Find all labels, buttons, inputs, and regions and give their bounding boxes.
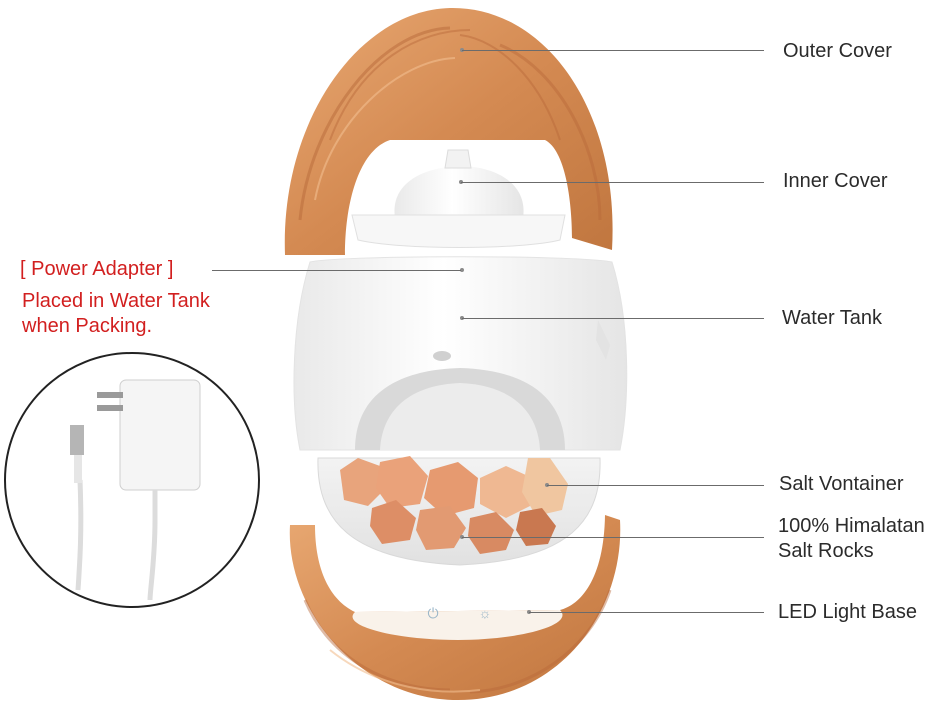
leader-salt-rocks <box>462 537 764 538</box>
label-outer-cover: Outer Cover <box>783 40 892 62</box>
label-inner-cover: Inner Cover <box>783 170 888 192</box>
label-water-tank: Water Tank <box>782 307 883 329</box>
power-adapter-title: [ Power Adapter ] <box>20 258 174 280</box>
salt-container <box>317 456 601 566</box>
label-salt-container: Salt Vontainer <box>779 473 904 495</box>
inner-cover <box>351 149 566 248</box>
power-adapter-line2: when Packing. <box>22 315 153 337</box>
led-base <box>289 515 621 700</box>
adapter-illustration <box>4 352 260 608</box>
leader-inner-cover <box>461 182 764 183</box>
power-icon[interactable]: ⏻ <box>427 605 439 621</box>
leader-outer-cover <box>462 50 764 51</box>
label-salt-rocks-line1: 100% Himalatan <box>778 515 925 537</box>
leader-power-adapter <box>212 270 461 271</box>
water-tank <box>293 256 628 451</box>
leader-dot-power-adapter <box>460 268 464 272</box>
label-led-base: LED Light Base <box>778 601 917 623</box>
label-salt-rocks-line2: Salt Rocks <box>778 540 874 562</box>
leader-salt-container <box>547 485 764 486</box>
power-adapter-line1: Placed in Water Tank <box>22 290 210 312</box>
outer-cover <box>284 7 613 256</box>
leader-led-base <box>529 612 764 613</box>
leader-water-tank <box>462 318 764 319</box>
light-icon[interactable]: ☼ <box>478 605 492 621</box>
